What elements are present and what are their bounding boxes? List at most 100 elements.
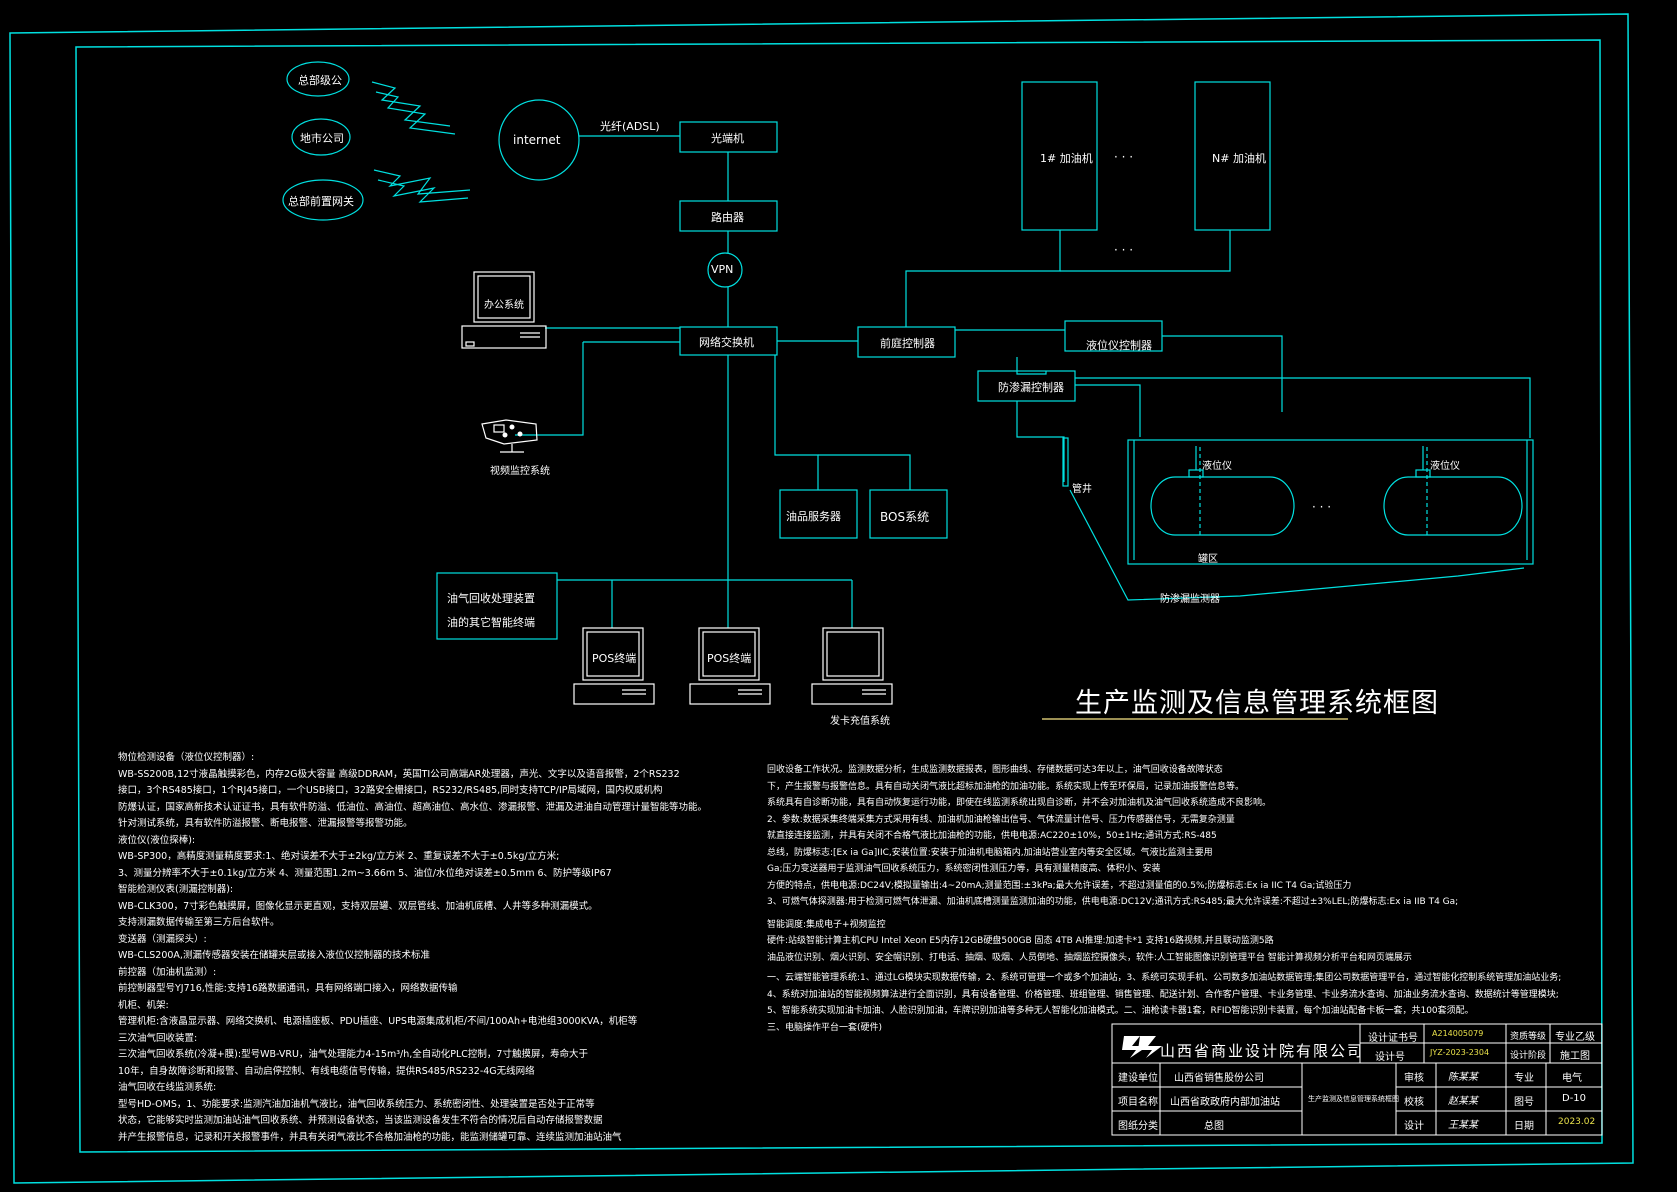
hq-ellipse [286,61,350,97]
major-value: 电气 [1562,1073,1582,1084]
note-line: 支持测漏数据传输至第三方后台软件。 [118,917,280,928]
note-line: 管理机柜:含液晶显示器、网络交换机、电源插座板、PDU插座、UPS电源集成机柜/… [118,1016,638,1027]
company-logo [1122,1036,1162,1058]
note-line: 前控制器型号YJ716,性能:支持16路数据通讯，具有网络端口接入，网络数据传输 [118,983,458,994]
internet-label: internet [513,133,561,147]
note-line: WB-CLK300，7寸彩色触摸屏，图像化显示更直观，支持双层罐、双层管线、加油… [118,900,598,912]
note-line: 三、电脑操作平台一套(硬件) [767,1022,883,1033]
video-label: 视频监控系统 [490,466,550,477]
vapor-label-2: 油的其它智能终端 [447,616,535,629]
project-value: 山西省政政府内部加油站 [1170,1097,1280,1108]
dispenser-1-label: 1# 加油机 [1040,152,1093,165]
leak-ctrl-label: 防渗漏控制器 [998,381,1064,394]
note-line: 状态，它能够实时监测加油站油气回收系统、并预测设备状态，当该监测设备发生不符合的… [118,1115,603,1126]
category-value: 总图 [1204,1121,1224,1132]
oil-server-label: 油品服务器 [786,510,841,523]
cert-label: 设计证书号 [1368,1033,1418,1044]
note-line: Ga;压力变送器用于监测油气回收系统压力，系统密闭性测压力等，具有测量精度高、体… [767,864,1161,874]
note-line: 智能检测仪表(测漏控制器): [118,884,234,895]
camera-body [481,419,538,445]
outer-frame [9,13,1634,1184]
date-label: 日期 [1514,1121,1534,1132]
date-value: 2023.02 [1558,1117,1596,1127]
note-line: 就直接连接监测，并具有关闭不合格气液比加油枪的功能，供电电源:AC220±10%… [767,831,1217,841]
design-label: 设计 [1404,1121,1424,1132]
level-ctrl-label: 液位仪控制器 [1086,339,1152,352]
note-line: 前控器（加油机监测）: [118,966,217,978]
note-line: 总线，防爆标志:[Ex ia Ga]IIC,安装位置:安装于加油机电脑箱内,加油… [767,847,1213,858]
gateway-label: 总部前置网关 [288,195,354,208]
project-label: 项目名称 [1118,1097,1158,1108]
notes-right: 回收设备工作状况。监测数据分析，生成监测数据报表，图形曲线、存储数据可达3年以上… [767,762,1561,1036]
note-line: WB-CLS200A,测漏传感器安装在储罐夹层或接入液位仪控制器的技术标准 [118,950,430,961]
build-unit-value: 山西省销售股份公司 [1174,1073,1264,1084]
note-line: 液位仪(液位探棒): [118,834,196,846]
pipe-label: 管井 [1072,484,1092,495]
note-line: 系统具有自诊断功能，具有自动恢复运行功能，即使在线监测系统出现自诊断，并不会对加… [767,798,1272,808]
office-base [461,325,547,349]
oil-server-box [779,489,858,539]
tank-1 [1150,476,1295,536]
note-line: 3、测量分辨率不大于±0.1kg/立方米 4、测量范围1.2m~3.66m 5、… [118,867,612,879]
pos-2-monitor [698,627,760,681]
check-signature: 赵某某 [1448,1096,1478,1107]
leak-sensor-label: 防渗漏监测器 [1160,594,1220,605]
stage-label: 设计阶段 [1510,1051,1547,1061]
tank-dots: · · · [1312,500,1332,514]
company-name: 山西省商业设计院有限公司 [1160,1042,1365,1060]
lightning-2 [373,169,471,195]
review-label: 审核 [1404,1073,1424,1084]
dispenser-dots-top: · · · [1114,150,1134,164]
drawing-no-value: D-10 [1562,1093,1587,1104]
lightning-1 [371,81,451,127]
gateway-ellipse [282,179,364,221]
note-line: 型号HD-OMS，1、功能要求:监测汽油加油机气液比，油气回收系统压力、系统密闭… [118,1098,595,1110]
internet-circle [498,99,580,181]
bos-box [869,489,948,539]
bos-label: BOS系统 [880,510,930,524]
stage-value: 施工图 [1560,1051,1590,1062]
build-unit-label: 建设单位 [1118,1073,1158,1084]
note-line: 三次油气回收装置: [118,1032,198,1044]
design-signature: 王某某 [1448,1120,1478,1131]
branch-label: 地市公司 [300,132,344,145]
note-line: 4、系统对加油站的智能视频算法进行全面识别，具有设备管理、价格管理、班组管理、销… [767,989,1559,1000]
pipe-well [1062,437,1069,487]
front-label: 前庭控制器 [880,337,935,350]
note-line: 一、云端智能管理系统:1、通过LG模块实现数据传输，2、系统可管理一个或多个加油… [767,973,1562,983]
drawing-no-label: 图号 [1514,1097,1534,1108]
note-line: 10年，自身故障诊断和报警、自动启停控制、有线电缆信号传输，提供RS485/RS… [118,1065,535,1077]
inner-frame [75,39,1603,1153]
tank-area-label: 罐区 [1198,554,1218,565]
note-line: WB-SP300，高精度测量精度要求:1、绝对误差不大于±2kg/立方米 2、重… [118,851,560,862]
note-line: 2、参数:数据采集终端采集方式采用有线、加油机加油枪输出信号、气体流量计信号、压… [767,814,1235,825]
note-line: 防爆认证，国家高新技术认证证书，具有软件防溢、低油位、高油位、超高油位、高水位、… [118,801,708,813]
qual-value: 专业乙级 [1555,1032,1595,1043]
note-line: 3、可燃气体探测器:用于检测可燃气体泄漏、加油机底槽测量监测加油的功能，供电电源… [767,897,1459,907]
vapor-box [436,572,558,640]
vpn-label: VPN [711,263,734,276]
cert-value: A214005079 [1432,1029,1484,1038]
dispenser-n-label: N# 加油机 [1212,152,1266,165]
branch-ellipse [291,118,351,156]
title-block [1111,1023,1603,1136]
dispenser-1-box [1021,81,1098,231]
note-line: 油气回收在线监测系统: [118,1082,217,1093]
category-label: 图纸分类 [1118,1121,1158,1132]
note-line: 油品液位识别、烟火识别、安全帽识别、打电话、抽烟、吸烟、人员倒地、抽烟监控摄像头… [767,952,1412,963]
office-label: 办公系统 [484,300,524,311]
note-line: 物位检测设备（液位仪控制器）: [118,752,255,763]
design-no-label: 设计号 [1375,1052,1405,1063]
note-line: 并产生报警信息，记录和开关报警事件，并具有关闭气液比不合格加油枪的功能，能监测储… [118,1131,622,1143]
note-line: 5、智能系统实现加油卡加油、人脸识别加油，车牌识别加油等多种无人智能化加油模式。… [767,1006,1474,1016]
pos-1-monitor [582,627,644,681]
tank-2 [1383,476,1523,536]
design-no-value: JYZ-2023-2304 [1430,1048,1490,1057]
note-line: WB-SS200B,12寸液晶触摸彩色，内存2G极大容量 高级DDRAM，英国T… [118,768,680,780]
major-label: 专业 [1514,1073,1534,1084]
card-base [811,683,893,705]
lightning-2b [377,179,469,203]
note-line: 变送器（测漏探头）: [118,933,207,945]
lightning-1b [375,91,456,135]
